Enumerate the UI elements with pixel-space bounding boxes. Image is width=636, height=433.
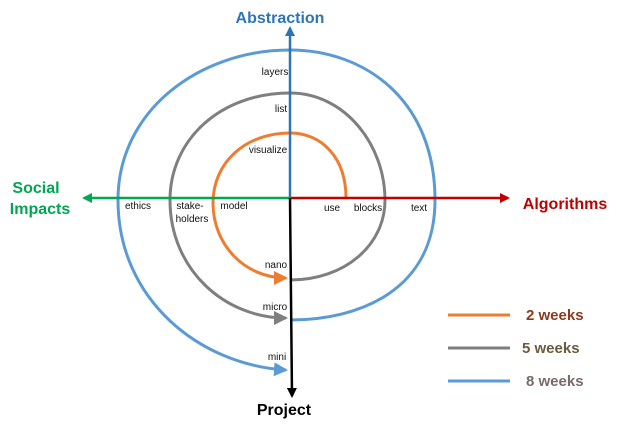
label-layers: layers <box>262 67 289 78</box>
label-ethics: ethics <box>125 201 151 212</box>
label-blocks: blocks <box>354 203 382 214</box>
axis-title-down: Project <box>257 402 312 419</box>
axis-down-line <box>286 197 297 398</box>
legend-label-8-weeks: 8 weeks <box>526 373 584 390</box>
label-nano: nano <box>265 260 288 271</box>
legend-label-5-weeks: 5 weeks <box>522 340 580 357</box>
legend: 2 weeks 5 weeks 8 weeks <box>448 307 584 390</box>
spiral-8-weeks <box>116 48 437 377</box>
label-list: list <box>275 104 287 115</box>
label-visualize: visualize <box>249 145 288 156</box>
label-stakeholders-line1: stake- <box>176 201 203 212</box>
label-stakeholders-line2: holders <box>176 214 209 225</box>
legend-item: 8 weeks <box>448 373 584 390</box>
label-text: text <box>411 203 427 214</box>
axis-title-right: Algorithms <box>523 196 608 213</box>
legend-item: 5 weeks <box>448 340 580 357</box>
label-micro: micro <box>263 302 288 313</box>
label-model: model <box>220 201 247 212</box>
legend-item: 2 weeks <box>448 307 584 324</box>
axis-title-up: Abstraction <box>236 10 325 27</box>
spiral-2-weeks <box>211 131 348 285</box>
spiral-5-weeks <box>168 91 387 325</box>
label-use: use <box>324 203 341 214</box>
label-mini: mini <box>268 352 286 363</box>
axis-title-left-line1: Social <box>12 180 59 197</box>
axis-title-left-line2: Impacts <box>10 201 71 218</box>
legend-label-2-weeks: 2 weeks <box>526 307 584 324</box>
